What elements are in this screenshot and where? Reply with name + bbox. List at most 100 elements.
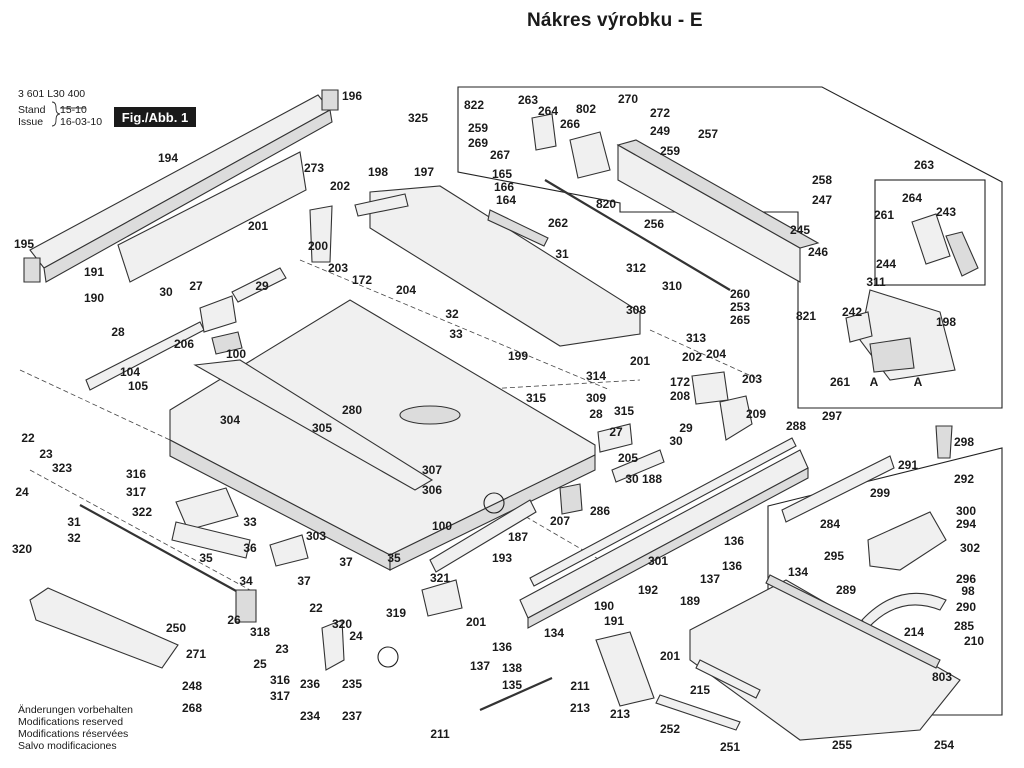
part-308-bracket xyxy=(691,371,729,405)
part-callout: 29 xyxy=(679,421,693,435)
part-callout: 209 xyxy=(746,407,766,421)
part-callout: 137 xyxy=(700,572,720,586)
part-262-fence-top xyxy=(616,139,820,249)
part-135-rod xyxy=(479,676,553,712)
part-callout: 198 xyxy=(936,315,956,329)
part-callout: 269 xyxy=(468,136,488,150)
part-286-knob xyxy=(935,425,953,459)
part-callout: 188 xyxy=(642,472,662,486)
ref-marker-label: A xyxy=(914,375,923,389)
part-callout: 300 xyxy=(956,504,976,518)
part-callout: 210 xyxy=(964,634,984,648)
assembly-802-frame xyxy=(457,86,1003,409)
part-callout: 258 xyxy=(812,173,832,187)
part-callout: 164 xyxy=(496,193,516,207)
part-callout: 192 xyxy=(638,583,658,597)
footer-line: Salvo modificaciones xyxy=(18,740,117,752)
part-callout: 268 xyxy=(182,701,202,715)
part-callout: 242 xyxy=(842,305,862,319)
part-265-rod xyxy=(544,179,731,291)
part-callout: 284 xyxy=(820,517,840,531)
part-callout: 201 xyxy=(248,219,268,233)
issue-label: Issue xyxy=(18,116,44,128)
part-206-plate xyxy=(211,331,243,355)
doc-number: 3 601 L30 400 xyxy=(18,88,86,100)
part-callout: 191 xyxy=(84,265,104,279)
part-callout: 196 xyxy=(342,89,362,103)
part-callout: 204 xyxy=(706,347,726,361)
part-callout: 270 xyxy=(618,92,638,106)
part-callout: 35 xyxy=(387,551,401,565)
part-callout: 31 xyxy=(67,515,81,529)
part-callout: 317 xyxy=(270,689,290,703)
part-callout: 302 xyxy=(960,541,980,555)
part-280-insert xyxy=(399,405,461,425)
part-callout: 263 xyxy=(914,158,934,172)
part-callout: 321 xyxy=(430,571,450,585)
part-208-strip xyxy=(597,423,633,453)
assembly-820-frame xyxy=(874,179,986,286)
part-callout: 191 xyxy=(604,614,624,628)
part-callout: 201 xyxy=(466,615,486,629)
part-210-table xyxy=(689,579,961,741)
part-callout: 305 xyxy=(312,421,332,435)
part-callout: 311 xyxy=(866,275,886,289)
part-198-strip-top xyxy=(354,193,409,217)
part-callout: 262 xyxy=(548,216,568,230)
part-callout: 297 xyxy=(822,409,842,423)
part-callout: 288 xyxy=(786,419,806,433)
part-213-bar xyxy=(655,694,741,731)
part-29-strip xyxy=(231,267,287,303)
part-285-rail xyxy=(765,574,941,669)
part-251-plate xyxy=(869,337,915,373)
part-197-table-extension xyxy=(369,185,641,347)
part-318-lever xyxy=(321,619,345,671)
part-callout: 273 xyxy=(304,161,324,175)
part-234-plate xyxy=(29,587,179,669)
alignment-line xyxy=(299,259,611,391)
part-256-knob xyxy=(911,213,951,265)
part-callout: 243 xyxy=(936,205,956,219)
part-callout: 296 xyxy=(956,572,976,586)
part-273-rail xyxy=(117,151,307,283)
part-callout: 309 xyxy=(586,391,606,405)
part-callout: 245 xyxy=(790,223,810,237)
part-callout: 201 xyxy=(660,649,680,663)
part-callout: 136 xyxy=(492,640,512,654)
part-callout: 36 xyxy=(243,541,257,555)
part-322-rod xyxy=(79,504,239,593)
part-callout: 303 xyxy=(306,529,326,543)
part-callout: 205 xyxy=(618,451,638,465)
part-callout: 261 xyxy=(830,375,850,389)
part-callout: 28 xyxy=(589,407,603,421)
part-callout: 23 xyxy=(275,642,289,656)
part-196-cap xyxy=(321,89,339,111)
alignment-line xyxy=(29,469,251,591)
part-callout: 285 xyxy=(954,619,974,633)
part-34-clamp xyxy=(421,579,463,617)
part-callout: 100 xyxy=(432,519,452,533)
part-callout: 291 xyxy=(898,458,918,472)
part-187-rail-side xyxy=(527,467,809,629)
part-callout: 249 xyxy=(650,124,670,138)
part-callout: 248 xyxy=(182,679,202,693)
part-callout: 820 xyxy=(596,197,616,211)
part-callout: 27 xyxy=(609,425,623,439)
page-title: Nákres výrobku - E xyxy=(527,10,703,31)
part-callout: 215 xyxy=(690,683,710,697)
part-callout: 317 xyxy=(126,485,146,499)
part-callout: 32 xyxy=(445,307,459,321)
part-callout: 30 xyxy=(159,285,173,299)
part-callout: 211 xyxy=(430,727,450,741)
part-callout: 266 xyxy=(560,117,580,131)
part-callout: 202 xyxy=(682,350,702,364)
part-callout: 263 xyxy=(518,93,538,107)
part-callout: 138 xyxy=(502,661,522,675)
part-callout: 208 xyxy=(670,389,690,403)
part-callout: 35 xyxy=(199,551,213,565)
stand-date: 15-10 xyxy=(60,104,87,116)
part-callout: 29 xyxy=(255,279,269,293)
part-257-handle xyxy=(945,231,979,277)
part-callout: 213 xyxy=(570,701,590,715)
